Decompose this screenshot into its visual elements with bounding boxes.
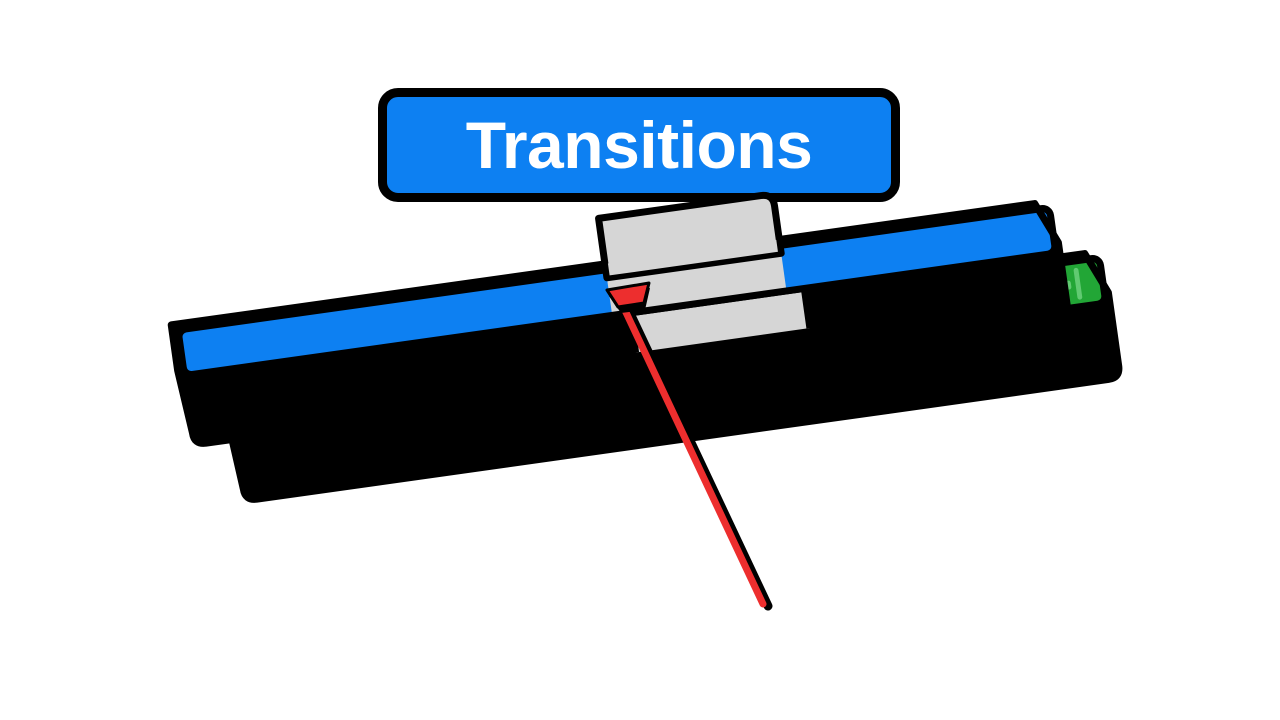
playhead-pin[interactable] [605, 281, 773, 611]
page-title: Transitions [465, 108, 813, 182]
playhead-shaft [619, 302, 767, 608]
waveform-bar [1073, 267, 1083, 300]
transition-clip[interactable] [595, 191, 785, 282]
playhead-handle [605, 281, 651, 309]
title-banner: Transitions [378, 88, 900, 202]
